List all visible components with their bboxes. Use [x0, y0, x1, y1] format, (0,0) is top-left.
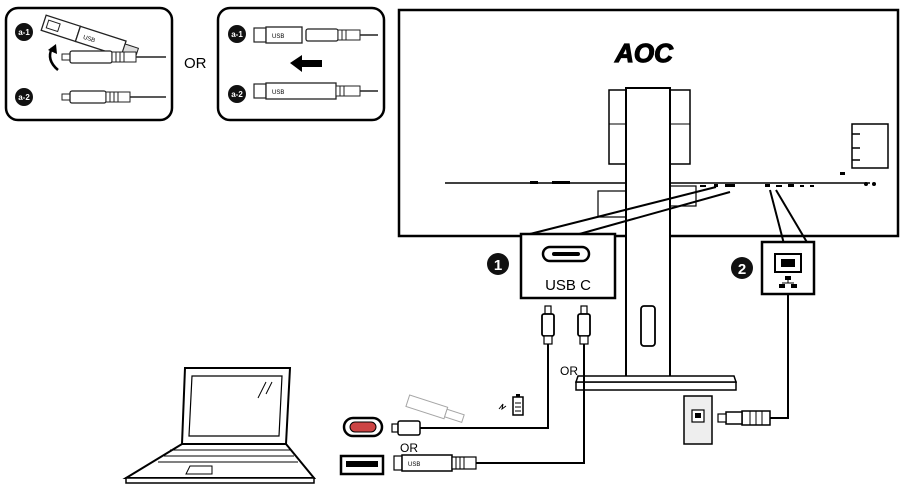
laptop-usb-c-port-icon	[342, 416, 384, 438]
monitor-stand	[574, 87, 738, 391]
side-bracket	[851, 123, 889, 169]
battery-charging-icon	[498, 394, 524, 416]
badge-a2-left: a-2	[15, 88, 33, 106]
svg-text:USB: USB	[272, 90, 284, 96]
svg-text:a-2: a-2	[18, 93, 30, 102]
laptop-usb-a-adapter-plug: USB	[393, 454, 477, 472]
step-badge-2: 2	[731, 257, 753, 279]
svg-text:USB: USB	[82, 35, 96, 45]
push-arrow-icon	[290, 55, 322, 72]
svg-text:a-2: a-2	[231, 90, 243, 99]
inset-panel-right: a-1 a-2 USB USB	[216, 6, 386, 122]
badge-a1-right: a-1	[228, 25, 246, 43]
usb-c-plug-upper	[61, 50, 166, 64]
laptop-usb-c-plug	[391, 394, 465, 436]
laptop-usb-a-port-icon	[339, 454, 385, 476]
svg-text:a-1: a-1	[231, 30, 243, 39]
usb-c-label: USB C	[545, 277, 591, 294]
network-icon	[779, 276, 797, 288]
usb-a-adapter-tilted: USB	[40, 14, 140, 59]
ethernet-port-icon	[774, 253, 802, 273]
usb-a-adapter-separate: USB	[253, 26, 378, 44]
or-label-mid: OR	[560, 364, 578, 378]
svg-text:1: 1	[494, 257, 502, 274]
step-badge-1: 1	[487, 253, 509, 275]
badge-a2-right: a-2	[228, 85, 246, 103]
usb-c-cables	[420, 305, 591, 464]
lan-cable	[717, 294, 789, 426]
badge-a1-left: a-1	[15, 23, 33, 41]
svg-text:USB: USB	[272, 34, 284, 40]
inset-panel-left: a-1 a-2 USB	[4, 6, 174, 122]
or-label-top: OR	[184, 55, 207, 72]
svg-text:2: 2	[738, 261, 746, 278]
or-label-bottom: OR	[400, 441, 418, 455]
port-strip	[530, 172, 876, 187]
svg-text:a-1: a-1	[18, 28, 30, 37]
usb-a-adapter-combined: USB	[253, 82, 378, 100]
usb-c-plug-lower	[61, 90, 166, 104]
aoc-logo: AOC	[614, 38, 674, 68]
svg-text:USB: USB	[408, 462, 420, 468]
usb-c-callout: USB C	[519, 186, 731, 300]
laptop-icon	[122, 367, 317, 484]
lan-callout	[760, 189, 816, 296]
wall-outlet-icon	[683, 395, 713, 445]
